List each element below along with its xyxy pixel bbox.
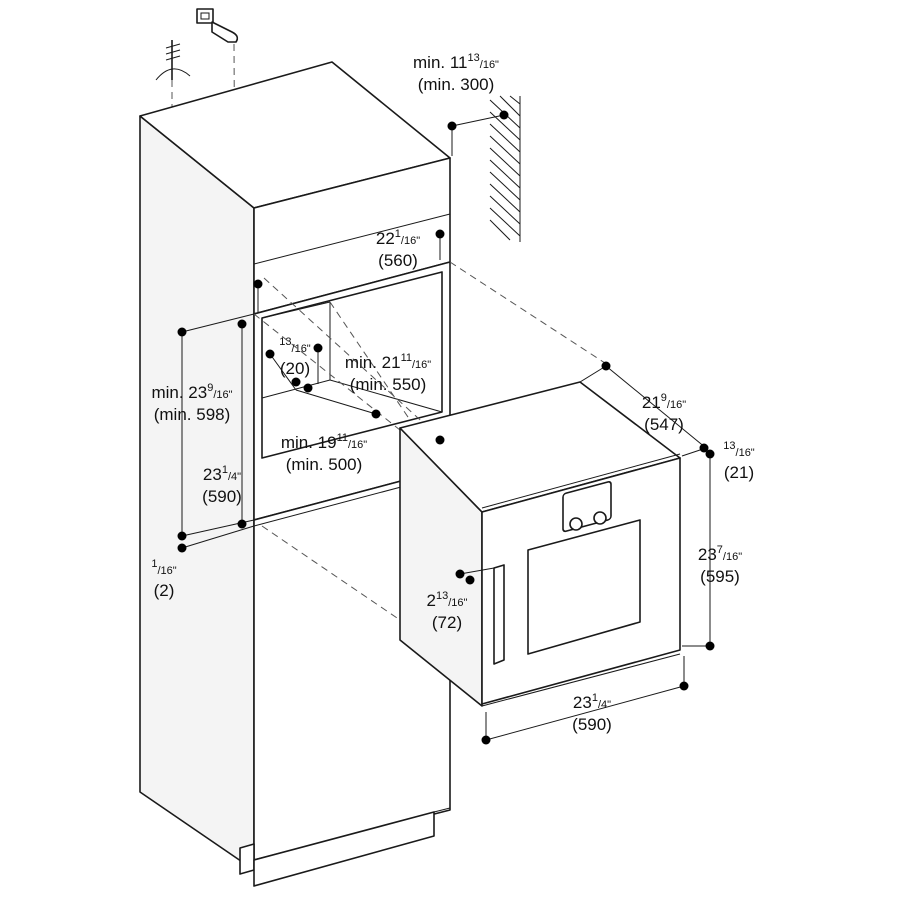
niche-w-num: 11 [336, 432, 348, 444]
gap-den: /16" [157, 565, 177, 577]
cab-w-in: 23 [202, 465, 222, 484]
handle-den: /16" [448, 597, 468, 609]
handle-num: 13 [436, 590, 449, 602]
wall-clearance-label: min. 1113/16" (min. 300) [396, 48, 516, 95]
oven-h-num: 7 [716, 544, 723, 556]
depth-mm: (560) [378, 251, 418, 270]
projection-lines [253, 261, 609, 621]
niche-depth-num: 11 [400, 352, 412, 364]
inset-label: 13/16" (20) [268, 332, 322, 379]
cabinet-depth-label: 221/16" (560) [358, 224, 438, 271]
cabinet-width-label: 231/4" (590) [192, 460, 252, 507]
niche-w-in: min. 19 [280, 433, 337, 452]
oven-w-num: 1 [591, 692, 598, 704]
niche-w-mm: (min. 500) [285, 455, 363, 474]
oven-depth-num: 9 [660, 392, 667, 404]
gap-label: 1/16" (2) [136, 554, 192, 601]
depth-in: 22 [375, 229, 395, 248]
oven-w-mm: (590) [572, 715, 612, 734]
inset-mm: (20) [279, 359, 311, 378]
niche-h-num: 9 [207, 382, 214, 394]
handle-mm: (72) [431, 613, 463, 632]
door-thickness-label: 13/16" (21) [714, 436, 764, 483]
oven-w-in: 23 [572, 693, 592, 712]
niche-h-mm: (min. 598) [153, 405, 231, 424]
niche-h-den: /16" [213, 389, 233, 401]
dimension-dots [177, 110, 715, 745]
wall-min-den: /16" [479, 59, 499, 71]
niche-h-in: min. 23 [151, 383, 208, 402]
oven-depth-den: /16" [666, 399, 687, 411]
dimension-lines [181, 114, 711, 741]
gap-mm: (2) [153, 581, 175, 600]
door-den: /16" [735, 447, 755, 459]
oven-appliance [399, 381, 681, 707]
oven-width-label: 231/4" (590) [552, 688, 632, 735]
oven-h-den: /16" [722, 551, 743, 563]
oven-depth-mm: (547) [644, 415, 684, 434]
door-mm: (21) [723, 463, 755, 482]
niche-width-label: min. 1911/16" (min. 500) [266, 428, 382, 475]
depth-num: 1 [394, 228, 401, 240]
oven-depth-label: 219/16" (547) [624, 388, 704, 435]
niche-w-den: /16" [347, 439, 368, 451]
wall-min-in: min. 11 [413, 53, 468, 72]
depth-den: /16" [400, 235, 421, 247]
handle-in: 2 [426, 591, 436, 610]
oven-h-in: 23 [697, 545, 717, 564]
wall-min-mm: (min. 300) [417, 75, 495, 94]
handle-depth-label: 213/16" (72) [412, 586, 482, 633]
oven-depth-in: 21 [641, 393, 661, 412]
niche-depth-in: min. 21 [344, 353, 401, 372]
niche-height-label: min. 239/16" (min. 598) [140, 378, 244, 425]
wall-min-num: 13 [467, 52, 480, 64]
cab-w-num: 1 [221, 464, 228, 476]
wall-hatch [489, 95, 521, 242]
oven-h-mm: (595) [700, 567, 740, 586]
inset-den: /16" [291, 343, 311, 355]
oven-height-label: 237/16" (595) [680, 540, 760, 587]
cab-w-mm: (590) [202, 487, 242, 506]
gap-num: 1 [151, 558, 158, 570]
niche-depth-label: min. 2111/16" (min. 550) [330, 348, 446, 395]
niche-depth-den: /16" [411, 359, 432, 371]
niche-depth-mm: (min. 550) [349, 375, 427, 394]
cab-w-den: /4" [227, 471, 242, 483]
oven-w-den: /4" [597, 699, 612, 711]
inset-num: 13 [279, 336, 292, 348]
door-num: 13 [723, 440, 736, 452]
